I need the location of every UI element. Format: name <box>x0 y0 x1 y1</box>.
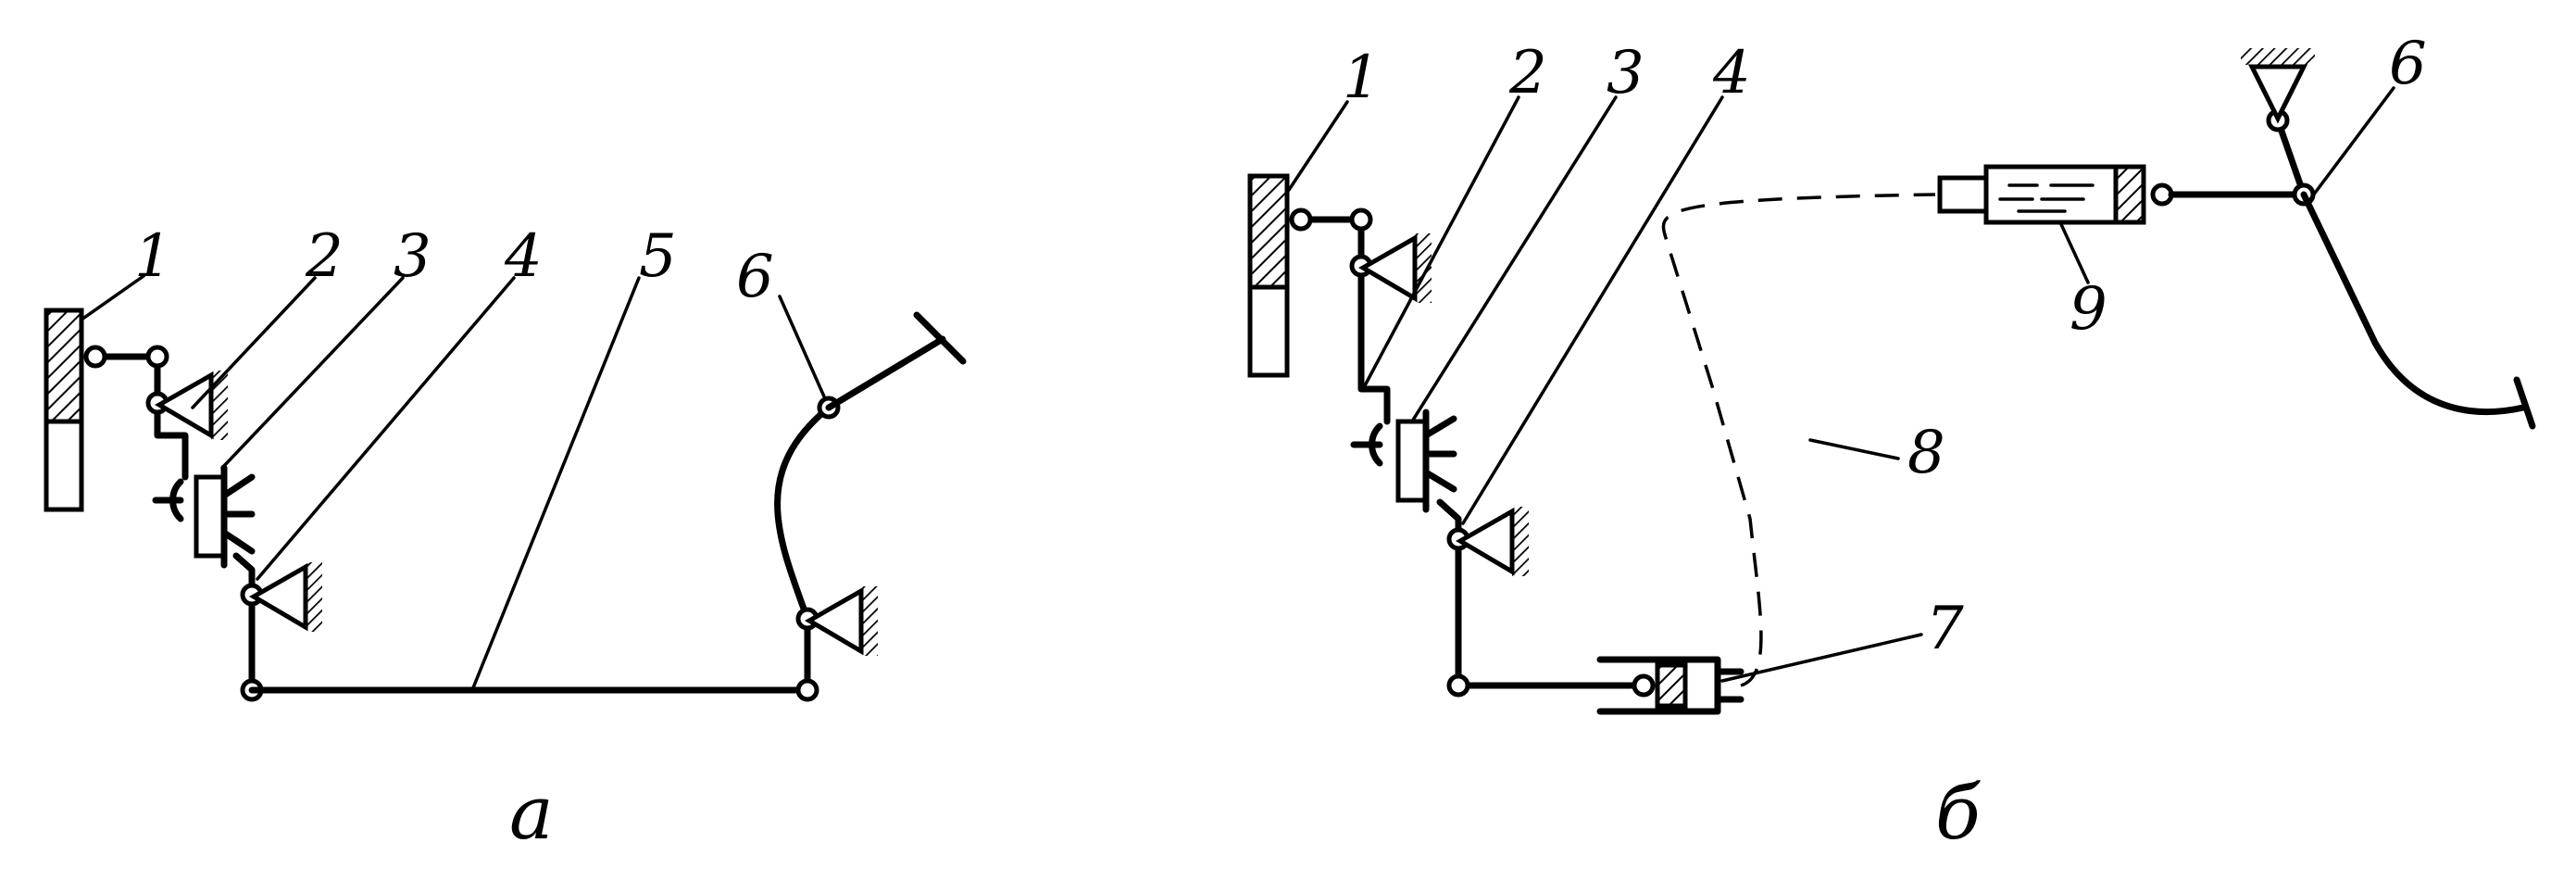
flywheel-part <box>44 308 84 512</box>
master-cylinder <box>1937 164 2307 225</box>
diagram-a: 1 2 3 4 5 6 а <box>44 222 967 856</box>
caption-a: а <box>509 770 554 856</box>
part-label-2: 2 <box>305 222 344 291</box>
flywheel-part <box>1247 173 1290 378</box>
part-label-8: 8 <box>1907 419 1945 487</box>
pedal <box>774 311 967 702</box>
leader-lines <box>80 274 826 692</box>
fixed-support-icon <box>2241 48 2315 124</box>
part-label-3: 3 <box>394 222 431 291</box>
fixed-support-icon <box>249 562 322 632</box>
leader-lines <box>1287 86 2395 683</box>
part-label-5: 5 <box>639 222 677 291</box>
part-label-1: 1 <box>1343 44 1381 112</box>
diagram-b: 1 2 3 4 6 7 8 9 б <box>1247 30 2536 856</box>
release-bearing <box>1350 409 1457 513</box>
fixed-support-icon <box>1456 507 1529 576</box>
hydraulic-line <box>1661 193 1936 687</box>
lever-4 <box>1436 498 1647 698</box>
part-label-9: 9 <box>2070 275 2107 344</box>
slave-cylinder <box>1596 656 1744 715</box>
caption-b: б <box>1935 770 1982 856</box>
part-label-7: 7 <box>1926 595 1964 663</box>
release-bearing <box>152 464 256 569</box>
part-label-4: 4 <box>504 222 543 291</box>
part-label-2: 2 <box>1508 39 1547 107</box>
part-label-1: 1 <box>134 222 172 291</box>
release-fork <box>1289 208 1391 425</box>
fixed-support-icon <box>155 371 228 440</box>
part-label-6: 6 <box>2389 30 2427 98</box>
part-label-6: 6 <box>736 243 774 311</box>
fixed-support-icon <box>805 586 878 656</box>
part-label-3: 3 <box>1607 39 1644 107</box>
pedal <box>2266 108 2536 430</box>
part-label-4: 4 <box>1712 39 1751 107</box>
fixed-support-icon <box>1358 233 1432 303</box>
